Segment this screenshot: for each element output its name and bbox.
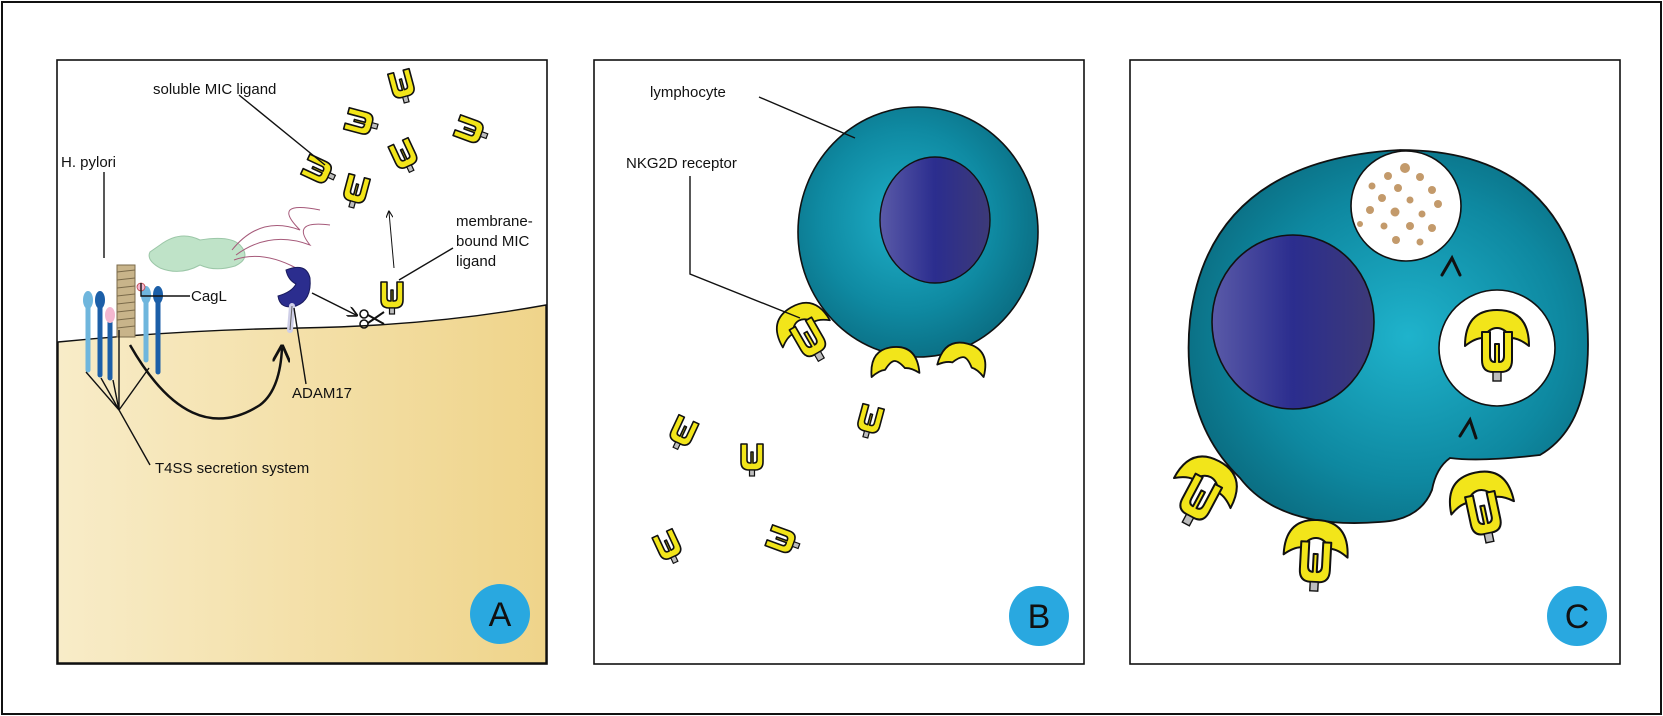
label-membrane-bound-1: membrane- <box>456 213 533 230</box>
label-membrane-bound-3: ligand <box>456 253 496 270</box>
lymphocyte-nucleus-c <box>1212 235 1374 409</box>
panel-a: soluble MIC ligand H. pylori CagL membra… <box>57 60 547 664</box>
label-nkg2d: NKG2D receptor <box>626 155 737 172</box>
badge-a-label: A <box>489 596 512 634</box>
panel-c: C <box>1130 60 1620 664</box>
badge-b-label: B <box>1028 598 1051 636</box>
panel-b: lymphocyte NKG2D receptor B <box>594 60 1084 664</box>
label-cagl: CagL <box>191 288 227 305</box>
label-t4ss: T4SS secretion system <box>155 460 309 477</box>
t4ss-pilus <box>117 265 135 337</box>
label-h-pylori: H. pylori <box>61 154 116 171</box>
lymphocyte-nucleus <box>880 157 990 283</box>
label-lymphocyte: lymphocyte <box>650 84 726 101</box>
label-adam17: ADAM17 <box>292 385 352 402</box>
label-membrane-bound-2: bound MIC <box>456 233 530 250</box>
badge-c-label: C <box>1565 598 1590 636</box>
label-soluble-mic: soluble MIC ligand <box>153 81 276 98</box>
